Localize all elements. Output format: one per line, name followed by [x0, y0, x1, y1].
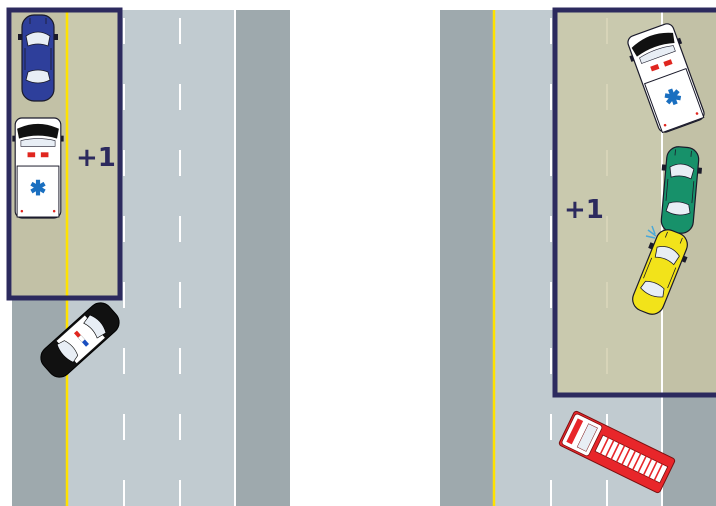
left-bonus-label: +1 [76, 143, 116, 173]
right-bonus-label: +1 [564, 195, 604, 225]
left-right-shoulder [235, 10, 290, 506]
blue-car-icon [17, 14, 59, 102]
left-lane-dashes [123, 18, 181, 506]
right-left-shoulder [440, 10, 494, 506]
impact-mark-icon [645, 225, 657, 239]
ambulance-icon [12, 118, 63, 218]
